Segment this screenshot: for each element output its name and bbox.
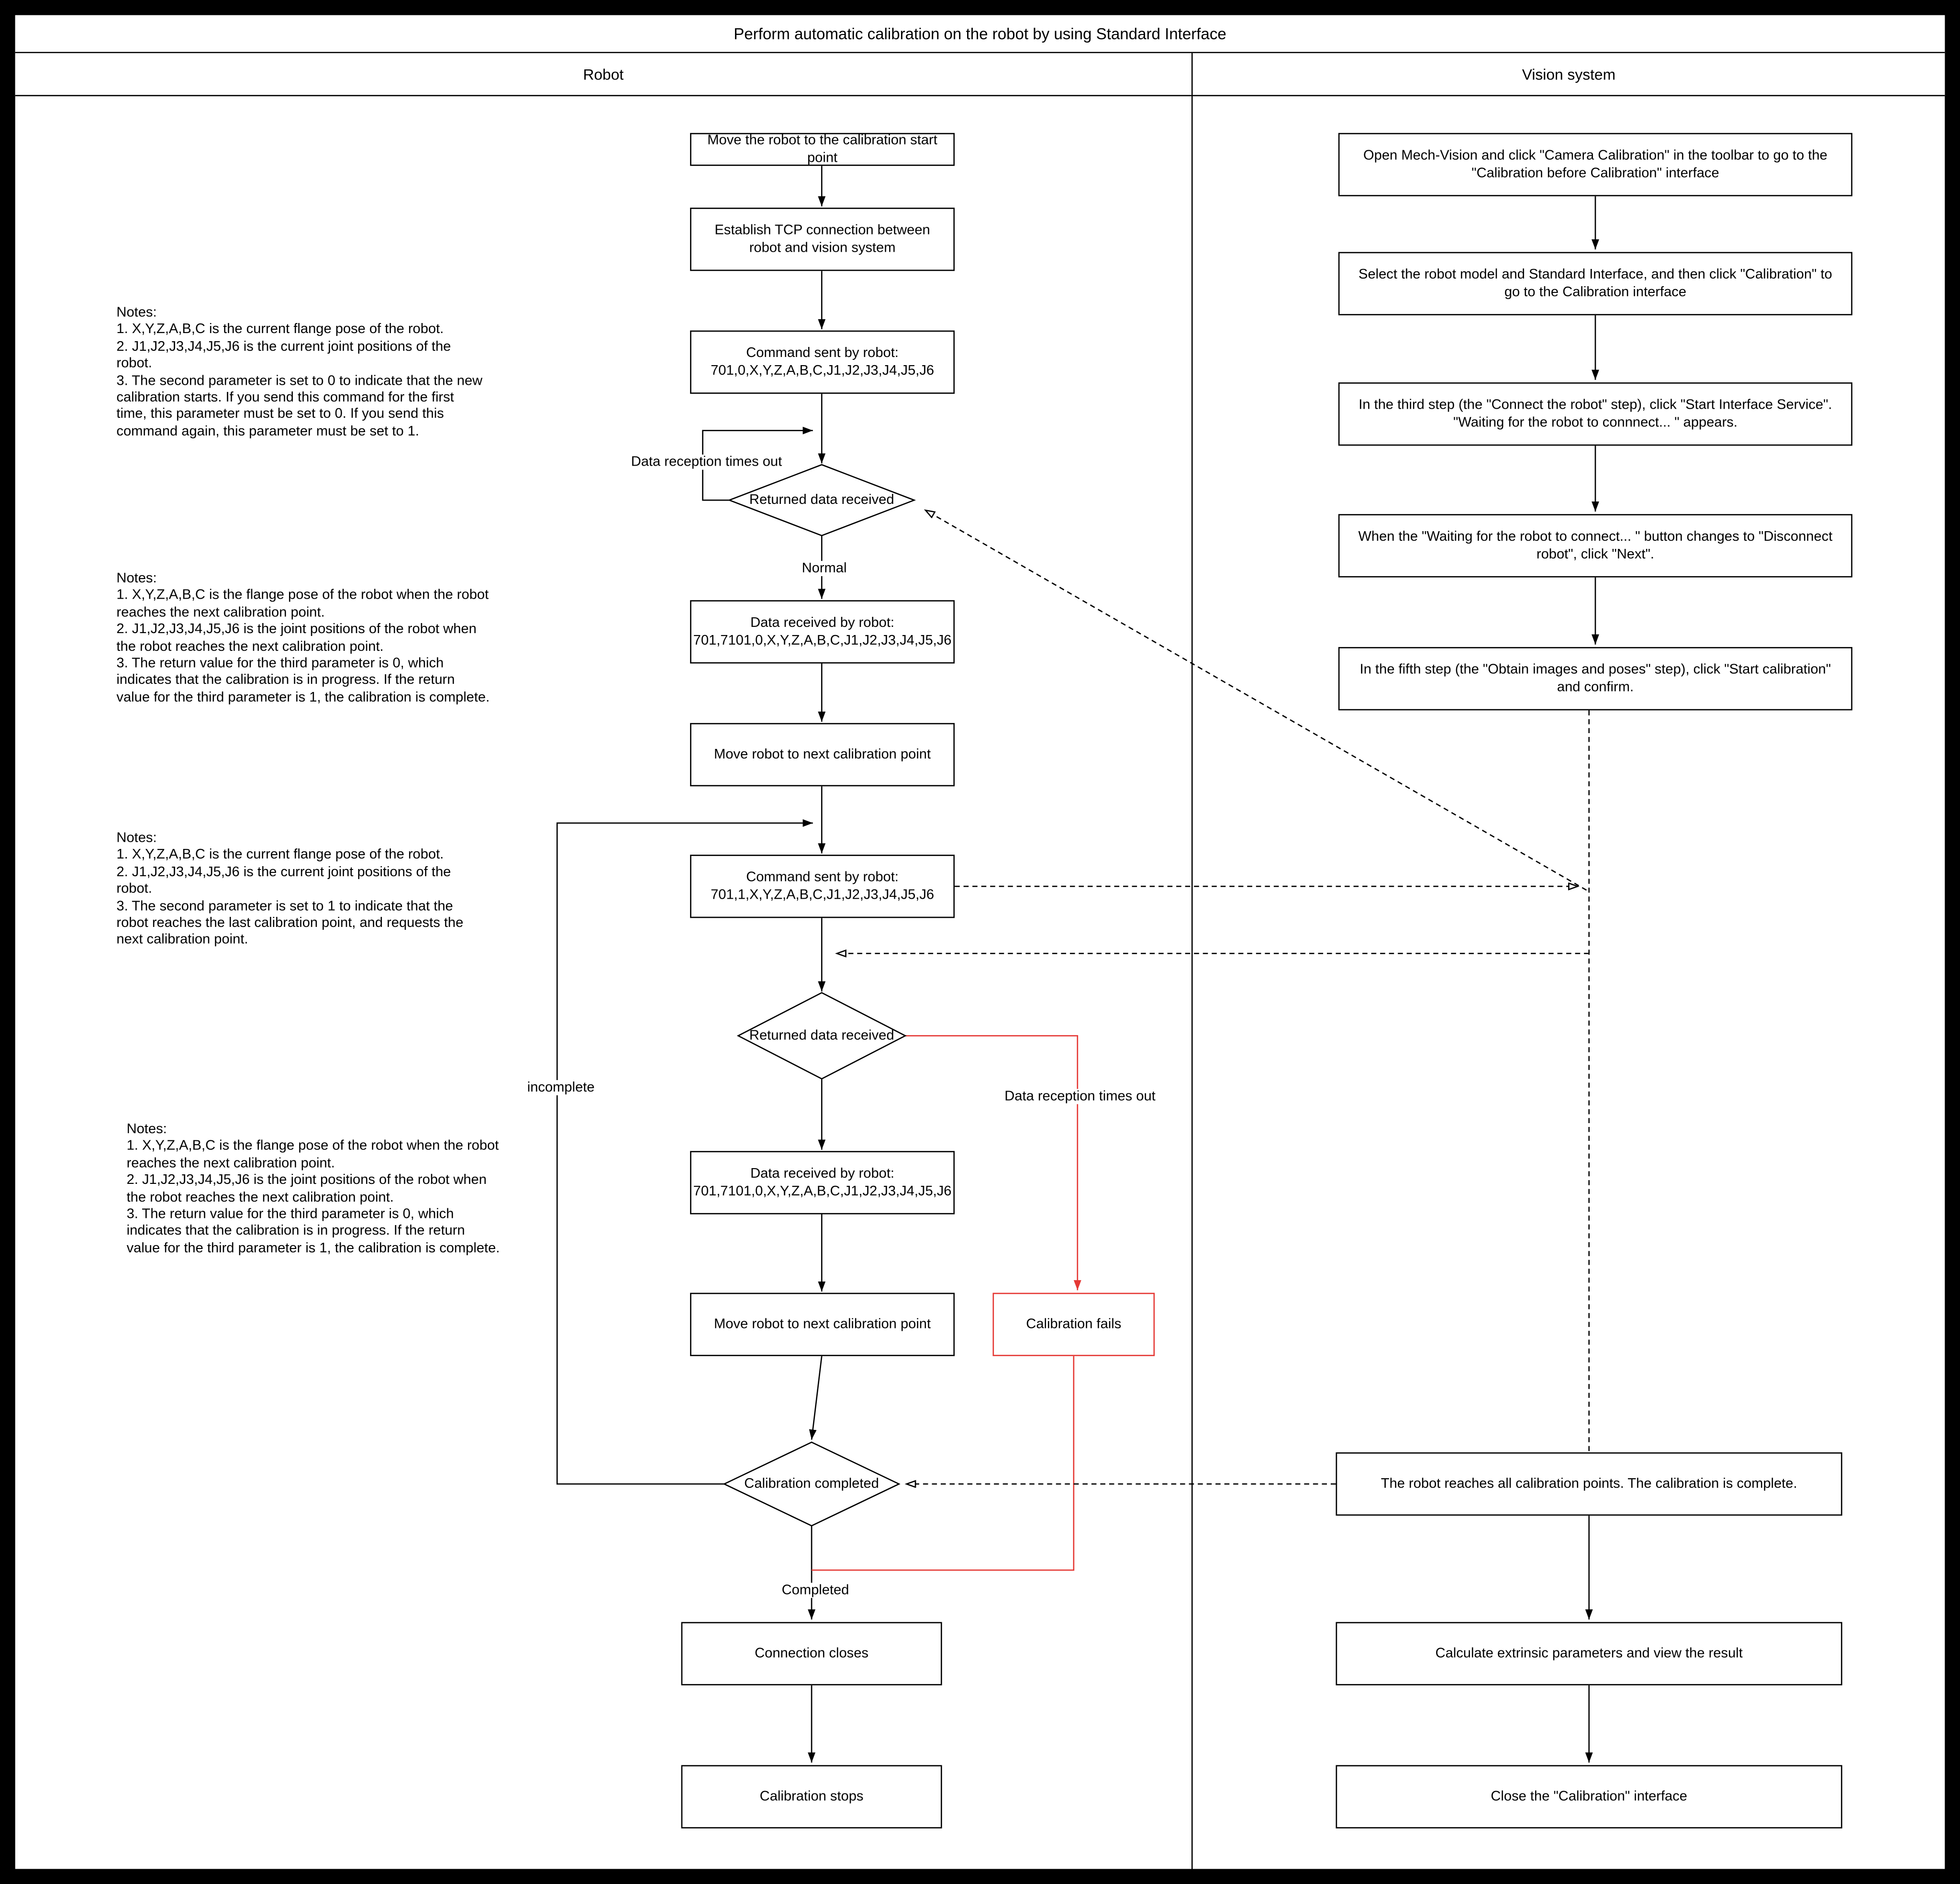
dashed-vision-to-diamond1: [925, 510, 1587, 891]
loop-incomplete: [556, 819, 813, 1485]
node-move-next-2: Move robot to next calibration point: [690, 1293, 955, 1356]
node-vision-step1: Open Mech-Vision and click "Camera Calib…: [1338, 133, 1853, 197]
node-vision-calc: Calculate extrinsic parameters and view …: [1336, 1622, 1842, 1685]
diagram-paper: [15, 15, 1945, 1869]
command-1-title: Command sent by robot:: [746, 345, 899, 361]
note-3-item-3: 3. The second parameter is set to 1 to i…: [116, 898, 464, 948]
command-2-value: 701,1,X,Y,Z,A,B,C,J1,J2,J3,J4,J5,J6: [711, 887, 935, 903]
edge-label-completed: Completed: [773, 1583, 858, 1598]
node-establish-tcp: Establish TCP connection between robot a…: [690, 207, 955, 271]
received-2-title: Data received by robot:: [750, 1166, 895, 1181]
note-1-item-2: 2. J1,J2,J3,J4,J5,J6 is the current join…: [116, 339, 451, 371]
diamond-label-returned-2: Returned data received: [749, 1028, 894, 1044]
lane-divider: [1191, 53, 1193, 1869]
node-vision-step5: In the fifth step (the "Obtain images an…: [1338, 647, 1853, 711]
command-2-title: Command sent by robot:: [746, 870, 899, 885]
edge-label-timeout-1: Data reception times out: [628, 454, 785, 470]
note-3-item-1: 1. X,Y,Z,A,B,C is the current flange pos…: [116, 847, 444, 863]
node-connection-closes: Connection closes: [681, 1622, 942, 1685]
red-path-to-fail: [905, 1035, 1081, 1291]
arrow-move2-to-diamond3: [809, 1356, 823, 1440]
node-move-next-1: Move robot to next calibration point: [690, 723, 955, 787]
node-calibration-stops: Calibration stops: [681, 1765, 942, 1828]
note-1-heading: Notes:: [116, 305, 157, 321]
received-1-value: 701,7101,0,X,Y,Z,A,B,C,J1,J2,J3,J4,J5,J6: [693, 633, 952, 648]
note-1-item-1: 1. X,Y,Z,A,B,C is the current flange pos…: [116, 322, 444, 337]
diamond-returned-data-1: [727, 464, 916, 536]
node-vision-close: Close the "Calibration" interface: [1336, 1765, 1842, 1828]
node-data-received-2: Data received by robot: 701,7101,0,X,Y,Z…: [690, 1151, 955, 1215]
node-vision-complete: The robot reaches all calibration points…: [1336, 1452, 1842, 1516]
note-3-item-2: 2. J1,J2,J3,J4,J5,J6 is the current join…: [116, 864, 451, 897]
diamond-returned-data-2: [736, 992, 907, 1080]
note-4-item-3: 3. The return value for the third parame…: [126, 1206, 500, 1256]
node-vision-step4: When the "Waiting for the robot to conne…: [1338, 514, 1853, 578]
note-block-2: Notes: 1. X,Y,Z,A,B,C is the flange pose…: [116, 571, 491, 707]
node-command-sent-2: Command sent by robot: 701,1,X,Y,Z,A,B,C…: [690, 855, 955, 918]
diamond-label-completed: Calibration completed: [744, 1476, 879, 1492]
red-path-fail-to-flow: [812, 1356, 1075, 1571]
note-2-heading: Notes:: [116, 571, 157, 587]
note-2-item-3: 3. The return value for the third parame…: [116, 656, 490, 705]
note-block-3: Notes: 1. X,Y,Z,A,B,C is the current fla…: [116, 831, 486, 949]
note-2-item-2: 2. J1,J2,J3,J4,J5,J6 is the joint positi…: [116, 622, 477, 654]
node-vision-step2: Select the robot model and Standard Inte…: [1338, 252, 1853, 315]
node-vision-step3: In the third step (the "Connect the robo…: [1338, 382, 1853, 446]
note-4-item-2: 2. J1,J2,J3,J4,J5,J6 is the joint positi…: [126, 1172, 487, 1205]
received-1-title: Data received by robot:: [750, 615, 895, 630]
note-3-heading: Notes:: [116, 830, 157, 846]
edge-label-incomplete: incomplete: [522, 1080, 601, 1096]
edge-label-normal: Normal: [792, 561, 856, 577]
node-data-received-1: Data received by robot: 701,7101,0,X,Y,Z…: [690, 600, 955, 664]
received-2-value: 701,7101,0,X,Y,Z,A,B,C,J1,J2,J3,J4,J5,J6: [693, 1184, 952, 1199]
note-1-item-3: 3. The second parameter is set to 0 to i…: [116, 373, 483, 439]
note-block-4: Notes: 1. X,Y,Z,A,B,C is the flange pose…: [127, 1122, 501, 1258]
diamond-label-returned-1: Returned data received: [749, 492, 894, 508]
lane-header-vision: Vision system: [1192, 53, 1945, 97]
edge-label-timeout-2: Data reception times out: [1001, 1089, 1159, 1104]
lane-header-robot: Robot: [15, 53, 1192, 97]
node-command-sent-1: Command sent by robot: 701,0,X,Y,Z,A,B,C…: [690, 330, 955, 394]
diagram-title: Perform automatic calibration on the rob…: [15, 15, 1945, 54]
node-move-start: Move the robot to the calibration start …: [690, 133, 955, 166]
note-4-item-1: 1. X,Y,Z,A,B,C is the flange pose of the…: [126, 1138, 499, 1171]
command-1-value: 701,0,X,Y,Z,A,B,C,J1,J2,J3,J4,J5,J6: [711, 363, 935, 379]
note-block-1: Notes: 1. X,Y,Z,A,B,C is the current fla…: [116, 305, 486, 441]
note-2-item-1: 1. X,Y,Z,A,B,C is the flange pose of the…: [116, 588, 489, 621]
note-4-heading: Notes:: [126, 1122, 167, 1137]
diamond-calibration-completed: [723, 1441, 901, 1527]
node-calibration-fails: Calibration fails: [992, 1293, 1155, 1356]
